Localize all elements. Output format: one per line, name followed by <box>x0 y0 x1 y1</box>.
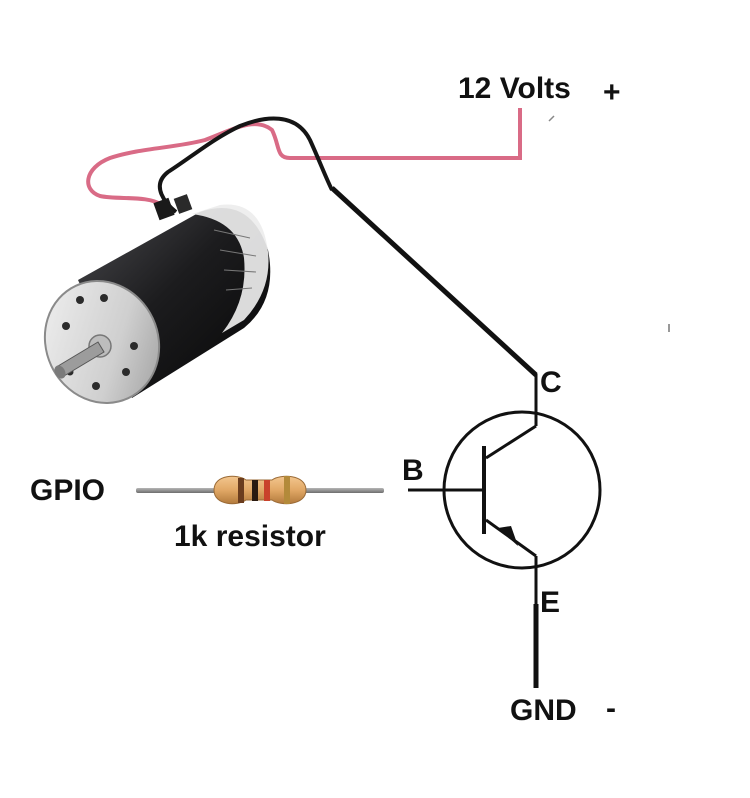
resistor-color-bands <box>238 476 290 504</box>
collector-label: C <box>540 366 562 399</box>
motor-tabs <box>153 194 193 221</box>
npn-transistor <box>408 374 602 604</box>
red-supply-wire <box>86 108 522 207</box>
resistor-label: 1k resistor <box>174 520 326 553</box>
resistor-body <box>213 475 307 505</box>
dc-motor <box>43 194 271 404</box>
motor-leads <box>86 108 522 214</box>
emitter-label: E <box>540 586 560 619</box>
collector-wire <box>330 186 538 377</box>
supply-voltage-label: 12 Volts <box>458 72 571 105</box>
ground-minus-sign: - <box>606 692 616 725</box>
ground-label: GND <box>510 694 577 727</box>
base-label: B <box>402 454 424 487</box>
supply-tick-mark <box>548 115 555 122</box>
emitter-arrow <box>498 526 518 546</box>
resistor-lead-left <box>136 488 220 493</box>
collector-leg <box>485 424 537 460</box>
resistor-1k <box>136 475 384 505</box>
gpio-label: GPIO <box>30 474 105 507</box>
black-motor-wire <box>157 116 334 214</box>
motor-label-band <box>192 204 269 333</box>
motor-shaft <box>54 341 105 379</box>
resistor-lead-right <box>300 488 384 493</box>
supply-plus-sign: + <box>603 76 621 109</box>
motor-end-cap-rim <box>43 280 161 404</box>
motor-label-print <box>213 229 257 291</box>
